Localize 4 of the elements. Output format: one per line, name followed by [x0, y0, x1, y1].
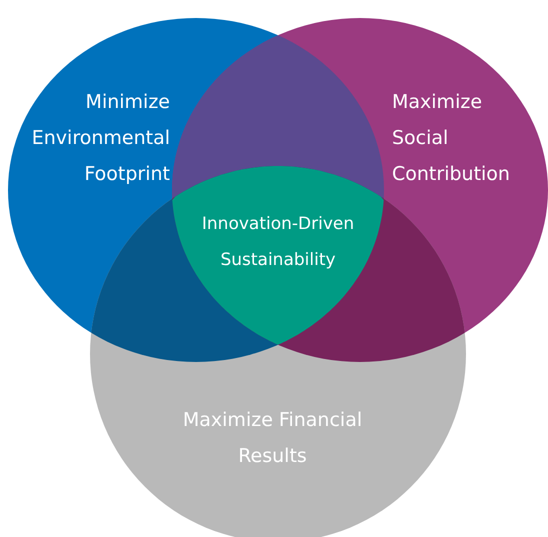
circle-label: Maximize Social Contribution [392, 90, 511, 187]
circle-label: Innovation-Driven Sustainability [200, 213, 356, 272]
circle-label: Minimize Environmental Footprint [30, 90, 170, 187]
circle-label: Maximize Financial Results [182, 408, 364, 469]
